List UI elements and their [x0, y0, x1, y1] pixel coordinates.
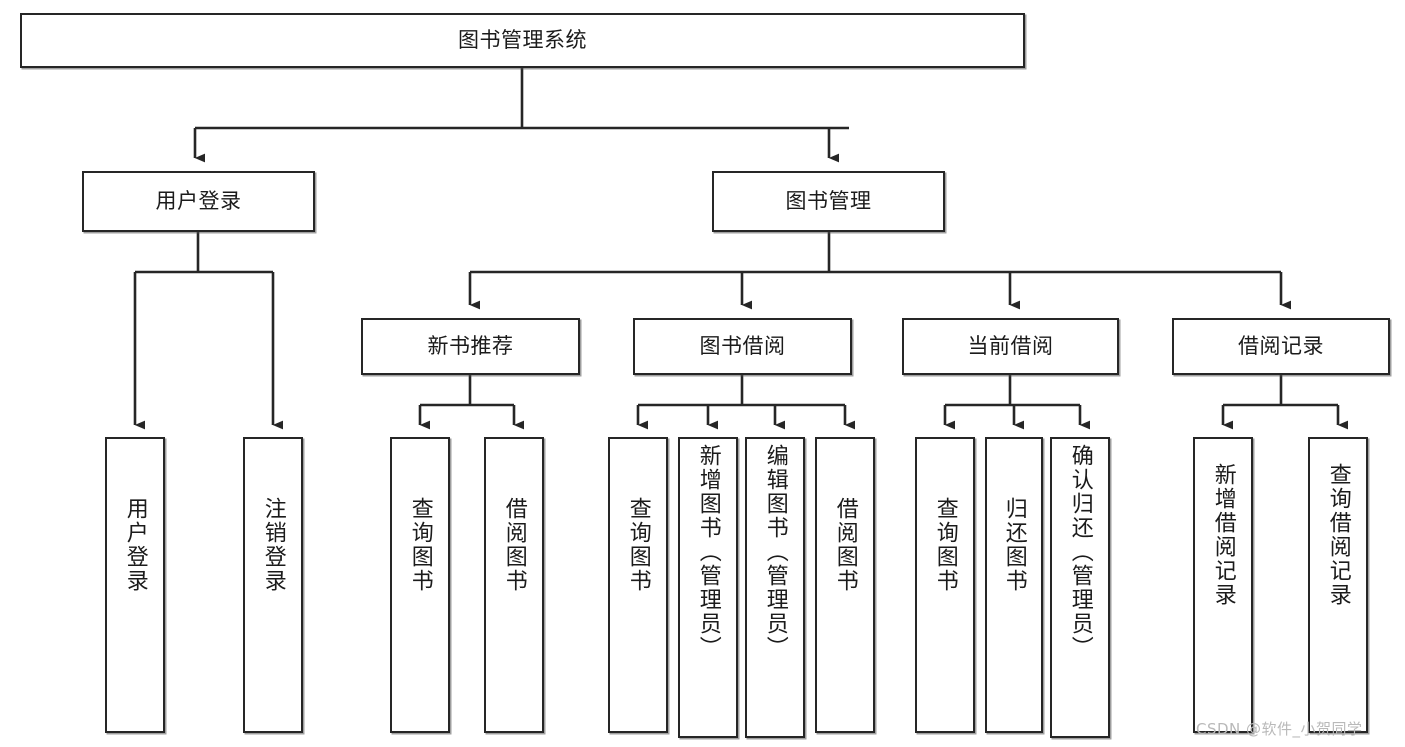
node-leaf-borrow-book-2[interactable]: 借阅图书: [815, 437, 875, 733]
node-leaf-confirm-return-label: 确认归还（管理员）: [1067, 444, 1093, 660]
node-root-label: 图书管理系统: [458, 27, 587, 52]
node-leaf-query-book-2[interactable]: 查询图书: [608, 437, 668, 733]
node-book-borrow[interactable]: 图书借阅: [633, 318, 852, 375]
node-leaf-query-record[interactable]: 查询借阅记录: [1308, 437, 1368, 733]
node-leaf-return-book[interactable]: 归还图书: [985, 437, 1043, 733]
node-leaf-query-book-3-label: 查询图书: [932, 497, 958, 593]
node-new-book-rec[interactable]: 新书推荐: [361, 318, 580, 375]
node-book-manage[interactable]: 图书管理: [712, 171, 945, 232]
node-leaf-query-book-1[interactable]: 查询图书: [390, 437, 450, 733]
node-leaf-borrow-book-1[interactable]: 借阅图书: [484, 437, 544, 733]
node-leaf-query-book-1-label: 查询图书: [407, 497, 433, 593]
node-leaf-return-book-label: 归还图书: [1001, 497, 1027, 593]
node-leaf-borrow-book-2-label: 借阅图书: [832, 497, 858, 593]
node-leaf-logout-label: 注销登录: [260, 497, 286, 593]
node-leaf-add-record-label: 新增借阅记录: [1210, 463, 1236, 607]
node-leaf-logout[interactable]: 注销登录: [243, 437, 303, 733]
node-leaf-edit-book[interactable]: 编辑图书（管理员）: [745, 437, 805, 738]
node-user-login[interactable]: 用户登录: [82, 171, 315, 232]
node-leaf-add-book[interactable]: 新增图书（管理员）: [678, 437, 738, 738]
node-leaf-user-login[interactable]: 用户登录: [105, 437, 165, 733]
node-book-borrow-label: 图书借阅: [699, 333, 786, 358]
node-user-login-label: 用户登录: [155, 188, 242, 213]
node-leaf-query-record-label: 查询借阅记录: [1325, 463, 1351, 607]
node-new-book-rec-label: 新书推荐: [427, 333, 514, 358]
node-borrow-record-label: 借阅记录: [1238, 333, 1324, 358]
node-borrow-record[interactable]: 借阅记录: [1172, 318, 1390, 375]
node-leaf-query-book-2-label: 查询图书: [625, 497, 651, 593]
node-book-manage-label: 图书管理: [785, 188, 872, 213]
node-leaf-query-book-3[interactable]: 查询图书: [915, 437, 975, 733]
node-leaf-confirm-return[interactable]: 确认归还（管理员）: [1050, 437, 1110, 738]
node-current-borrow[interactable]: 当前借阅: [902, 318, 1119, 375]
node-leaf-user-login-label: 用户登录: [122, 497, 148, 593]
node-root[interactable]: 图书管理系统: [20, 13, 1025, 68]
node-leaf-add-book-label: 新增图书（管理员）: [695, 444, 721, 660]
node-leaf-borrow-book-1-label: 借阅图书: [501, 497, 527, 593]
node-leaf-edit-book-label: 编辑图书（管理员）: [762, 444, 788, 660]
node-leaf-add-record[interactable]: 新增借阅记录: [1193, 437, 1253, 733]
node-current-borrow-label: 当前借阅: [967, 333, 1054, 358]
